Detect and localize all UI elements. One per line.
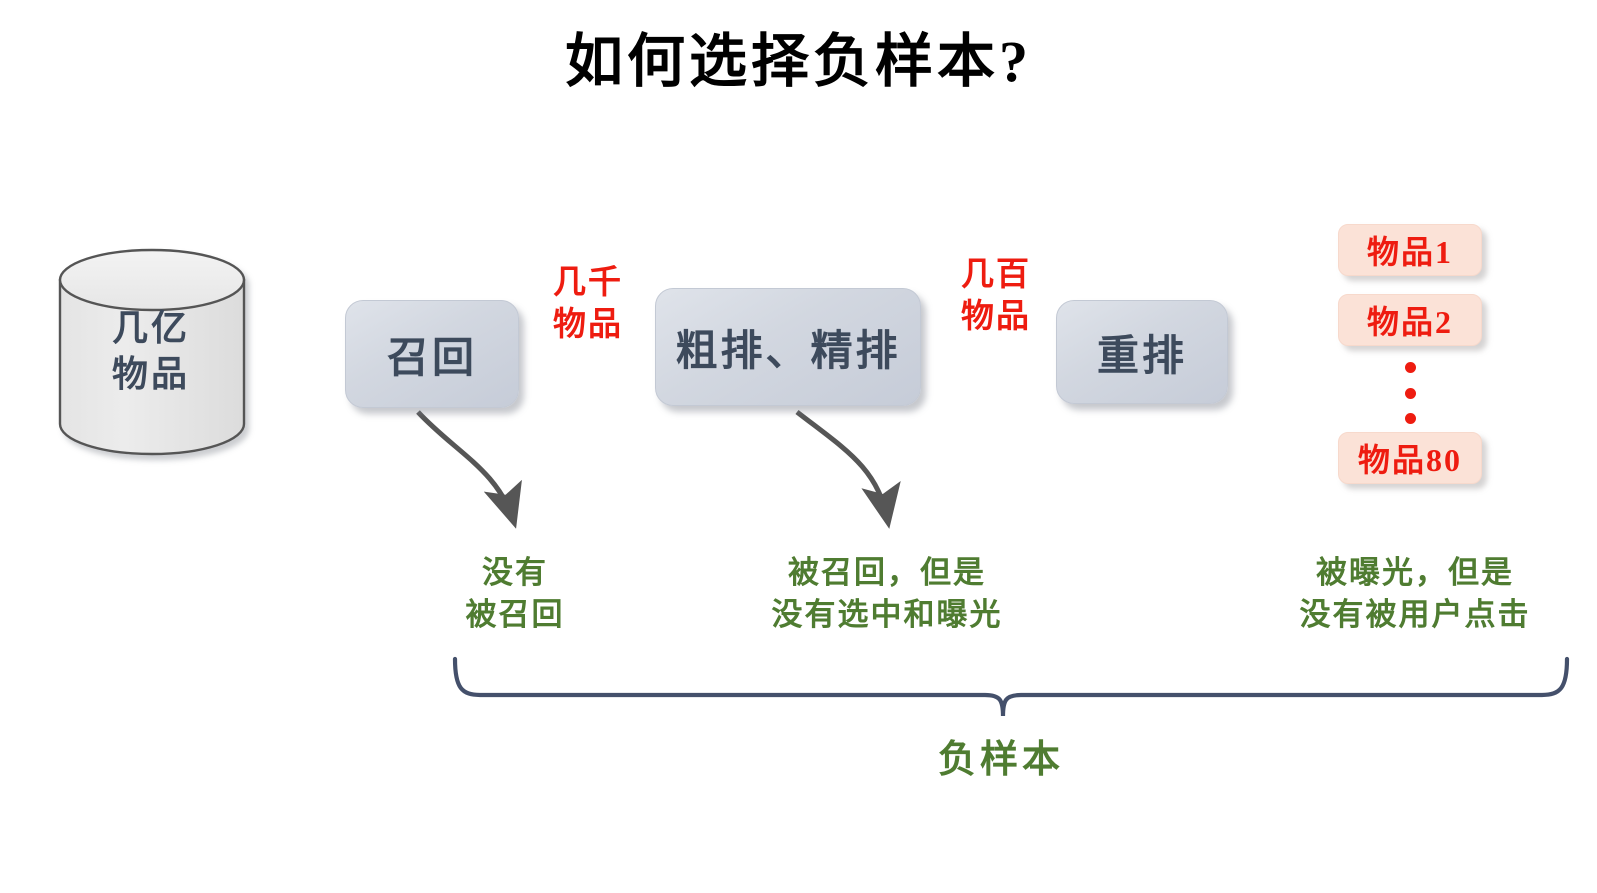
- arrow-rank-dropout: [795, 410, 901, 529]
- flow-count-after-rank-line-1: 几百: [961, 257, 1031, 293]
- result-item-box-80[interactable]: 物品80: [1338, 432, 1482, 484]
- stage-box-recall[interactable]: 召回: [345, 300, 519, 408]
- ellipsis-dot-2: [1404, 387, 1416, 399]
- flow-count-after-recall: 几千 物品: [528, 262, 648, 346]
- result-items-ellipsis: [1338, 362, 1482, 424]
- note-not-clicked-line-1: 被曝光，但是: [1316, 555, 1514, 590]
- flow-count-after-rank: 几百 物品: [936, 254, 1056, 338]
- arrow-recall-dropout: [416, 410, 522, 529]
- note-not-recalled-line-1: 没有: [482, 555, 548, 590]
- note-not-exposed-line-1: 被召回，但是: [788, 555, 986, 590]
- note-not-clicked-line-2: 没有被用户点击: [1299, 597, 1531, 632]
- ellipsis-dot-3: [1404, 413, 1416, 424]
- flow-count-after-rank-line-2: 物品: [961, 299, 1031, 335]
- database-label-line-2: 物品: [111, 354, 190, 394]
- negative-sample-brace-label: 负样本: [937, 739, 1064, 781]
- note-not-recalled: 没有 被召回: [400, 552, 630, 636]
- note-not-exposed-line-2: 没有选中和曝光: [771, 597, 1003, 632]
- ellipsis-dot-1: [1404, 362, 1416, 373]
- note-not-recalled-line-2: 被召回: [465, 597, 565, 632]
- page-title: 如何选择负样本?: [564, 29, 1032, 94]
- flow-count-after-recall-line-1: 几千: [553, 265, 623, 301]
- result-item-box-1[interactable]: 物品1: [1338, 224, 1482, 276]
- stage-box-rerank[interactable]: 重排: [1056, 300, 1228, 404]
- note-not-exposed: 被召回，但是 没有选中和曝光: [742, 552, 1032, 636]
- flow-count-after-recall-line-2: 物品: [553, 307, 623, 343]
- stage-box-rank[interactable]: 粗排、精排: [655, 288, 921, 406]
- result-item-box-2[interactable]: 物品2: [1338, 294, 1482, 346]
- database-label-line-1: 几亿: [111, 308, 190, 348]
- database-label: 几亿 物品: [58, 305, 244, 397]
- negative-sample-brace: [452, 656, 1570, 717]
- note-not-clicked: 被曝光，但是 没有被用户点击: [1270, 552, 1560, 636]
